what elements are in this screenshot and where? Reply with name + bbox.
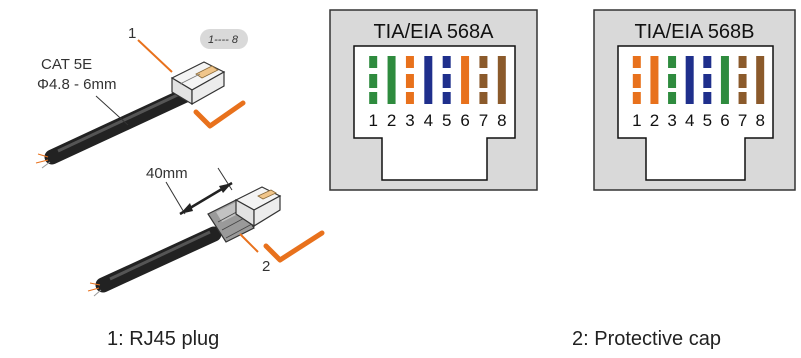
pin-stripe bbox=[369, 74, 378, 88]
pin-stripe bbox=[442, 74, 451, 88]
pin-number: 4 bbox=[424, 111, 433, 130]
pin-stripe bbox=[369, 92, 378, 104]
lower-cable-highlight bbox=[109, 230, 211, 281]
pin-stripe bbox=[405, 74, 414, 88]
pin-stripe bbox=[632, 56, 641, 68]
pin-number: 3 bbox=[405, 111, 414, 130]
pin-gap bbox=[632, 68, 641, 74]
pin-number: 7 bbox=[479, 111, 488, 130]
pin-gap bbox=[738, 68, 747, 74]
pin-gap bbox=[632, 88, 641, 92]
pin-gap bbox=[479, 88, 488, 92]
pin-gap bbox=[405, 88, 414, 92]
pin-gap bbox=[668, 68, 677, 74]
upper-cable-highlight bbox=[57, 89, 187, 153]
pin-gap bbox=[668, 88, 677, 92]
pin-solid bbox=[720, 56, 729, 104]
cable-diameter-label: Φ4.8 - 6mm bbox=[37, 76, 116, 93]
upper-cable-wire-ends bbox=[35, 153, 51, 169]
correct-check-icon-1 bbox=[193, 100, 246, 129]
rj45-plug-2 bbox=[234, 186, 282, 228]
pin-gap bbox=[405, 68, 414, 74]
pin-stripe bbox=[738, 74, 747, 88]
pin-gap bbox=[369, 68, 378, 74]
pin-stripe bbox=[479, 74, 488, 88]
lower-cable bbox=[95, 226, 222, 293]
pin-stripe bbox=[703, 74, 712, 88]
rj45-plug bbox=[170, 61, 226, 106]
diameter-leader bbox=[95, 95, 129, 126]
pin-stripe bbox=[703, 92, 712, 104]
pin-number: 1 bbox=[368, 111, 377, 130]
pin-number: 8 bbox=[497, 111, 506, 130]
correct-check-icon-2 bbox=[263, 230, 325, 263]
pin-gap bbox=[442, 68, 451, 74]
callout-2-number: 2 bbox=[262, 258, 270, 275]
callout-1-leader bbox=[137, 39, 173, 73]
pin-number: 5 bbox=[442, 111, 451, 130]
cable-type-label: CAT 5E bbox=[41, 56, 92, 73]
pin-stripe bbox=[738, 92, 747, 104]
caption-rj45-plug: 1: RJ45 plug bbox=[107, 328, 220, 350]
pin-stripe bbox=[632, 74, 641, 88]
pin-gap bbox=[703, 88, 712, 92]
pin-solid bbox=[387, 56, 396, 104]
pin-number: 6 bbox=[720, 111, 729, 130]
callout-2-leader bbox=[239, 233, 259, 253]
length-label: 40mm bbox=[146, 165, 188, 182]
pin-stripe bbox=[668, 56, 677, 68]
pin-stripe bbox=[369, 56, 378, 68]
pin-solid bbox=[497, 56, 506, 104]
pin-number: 8 bbox=[755, 111, 764, 130]
pin-number: 5 bbox=[703, 111, 712, 130]
pin-stripe bbox=[632, 92, 641, 104]
pin-stripe bbox=[442, 92, 451, 104]
lower-cable-wire-ends bbox=[87, 282, 102, 297]
pin-number: 4 bbox=[685, 111, 694, 130]
wiring-standard-title: TIA/EIA 568A bbox=[373, 21, 494, 43]
pin-stripe bbox=[405, 92, 414, 104]
pin-number: 2 bbox=[650, 111, 659, 130]
pin-gap bbox=[369, 88, 378, 92]
pin-number: 7 bbox=[738, 111, 747, 130]
pin-solid bbox=[650, 56, 659, 104]
pin-stripe bbox=[668, 92, 677, 104]
pin-stripe bbox=[479, 56, 488, 68]
protective-cap-assembly: 40mm 2 bbox=[87, 165, 325, 297]
pin-stripe bbox=[703, 56, 712, 68]
pin-gap bbox=[703, 68, 712, 74]
pin-number: 6 bbox=[460, 111, 469, 130]
rj45-plug-assembly: 1 CAT 5E Φ4.8 - 6mm 1---- 8 bbox=[35, 25, 248, 169]
wiring-standard-title: TIA/EIA 568B bbox=[634, 21, 754, 43]
caption-protective-cap: 2: Protective cap bbox=[572, 328, 721, 350]
pin-stripe bbox=[738, 56, 747, 68]
pin-solid bbox=[461, 56, 470, 104]
pin-stripe bbox=[479, 92, 488, 104]
pin-number: 1 bbox=[632, 111, 641, 130]
pin-range-label: 1---- 8 bbox=[208, 34, 239, 46]
pin-gap bbox=[738, 88, 747, 92]
pin-stripe bbox=[405, 56, 414, 68]
pin-gap bbox=[442, 88, 451, 92]
upper-cable bbox=[44, 85, 198, 165]
pin-range-badge bbox=[200, 29, 248, 49]
length-dimension bbox=[165, 167, 233, 216]
pin-stripe bbox=[442, 56, 451, 68]
pin-number: 3 bbox=[667, 111, 676, 130]
pin-gap bbox=[479, 68, 488, 74]
pin-number: 2 bbox=[387, 111, 396, 130]
pin-solid bbox=[685, 56, 694, 104]
pin-solid bbox=[756, 56, 765, 104]
callout-1-number: 1 bbox=[128, 25, 136, 42]
pin-stripe bbox=[668, 74, 677, 88]
pin-solid bbox=[424, 56, 433, 104]
